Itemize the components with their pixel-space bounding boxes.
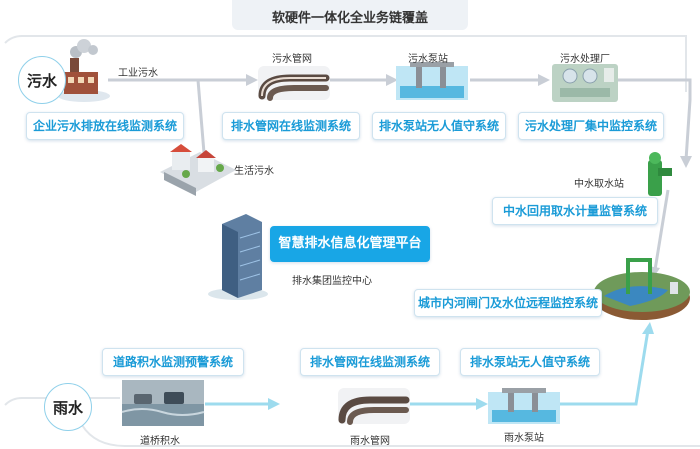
industrial-sewage-label: 工业污水 <box>118 68 158 79</box>
rain-flow-line <box>4 322 700 447</box>
treatment-plant-icon <box>552 64 618 102</box>
monitoring-center-label: 排水集团监控中心 <box>292 276 372 287</box>
river-gate-box: 城市内河闸门及水位远程监控系统 <box>414 289 602 317</box>
water-intake-icon <box>648 152 672 196</box>
domestic-sewage-label: 生活污水 <box>234 166 274 177</box>
pump-station-icon <box>396 62 468 100</box>
rain-pipe-label: 雨水管网 <box>350 436 390 447</box>
treatment-plant-box: 污水处理厂集中监控系统 <box>518 112 664 140</box>
road-flood-label: 道桥积水 <box>140 436 180 447</box>
river-gate-icon <box>594 258 690 320</box>
reclaim-station-label: 中水取水站 <box>574 179 624 190</box>
office-tower-icon <box>208 214 268 300</box>
sewage-pump-label: 污水泵站 <box>408 54 448 65</box>
treatment-plant-label: 污水处理厂 <box>560 54 610 65</box>
road-flood-warning-box: 道路积水监测预警系统 <box>102 348 244 376</box>
page-title: 软硬件一体化全业务链覆盖 <box>271 11 428 26</box>
rain-bubble-label: 雨水 <box>52 399 83 417</box>
pipe-icon <box>258 66 330 101</box>
rain-pump-station-icon <box>488 388 560 424</box>
sewage-pipe-network-box: 排水管网在线监测系统 <box>222 112 360 140</box>
sewage-bubble-label: 污水 <box>26 72 57 90</box>
rain-pump-station-box: 排水泵站无人值守系统 <box>460 348 600 376</box>
sewage-pump-station-box: 排水泵站无人值守系统 <box>372 112 506 140</box>
factory-icon <box>58 39 110 102</box>
title-bar: 软硬件一体化全业务链覆盖 <box>232 0 468 30</box>
rain-bubble: 雨水 <box>44 383 92 431</box>
rain-pump-label: 雨水泵站 <box>504 433 544 444</box>
enterprise-monitoring-box: 企业污水排放在线监测系统 <box>26 112 184 140</box>
platform-box: 智慧排水信息化管理平台 <box>270 226 430 262</box>
houses-icon <box>160 144 236 196</box>
sewage-bubble: 污水 <box>18 56 66 104</box>
flooded-road-icon <box>121 380 205 426</box>
rain-pipe-network-box: 排水管网在线监测系统 <box>300 348 440 376</box>
sewage-pipe-label: 污水管网 <box>272 54 312 65</box>
rain-pipe-icon <box>338 388 410 425</box>
reclaim-metering-box: 中水回用取水计量监管系统 <box>492 197 658 225</box>
